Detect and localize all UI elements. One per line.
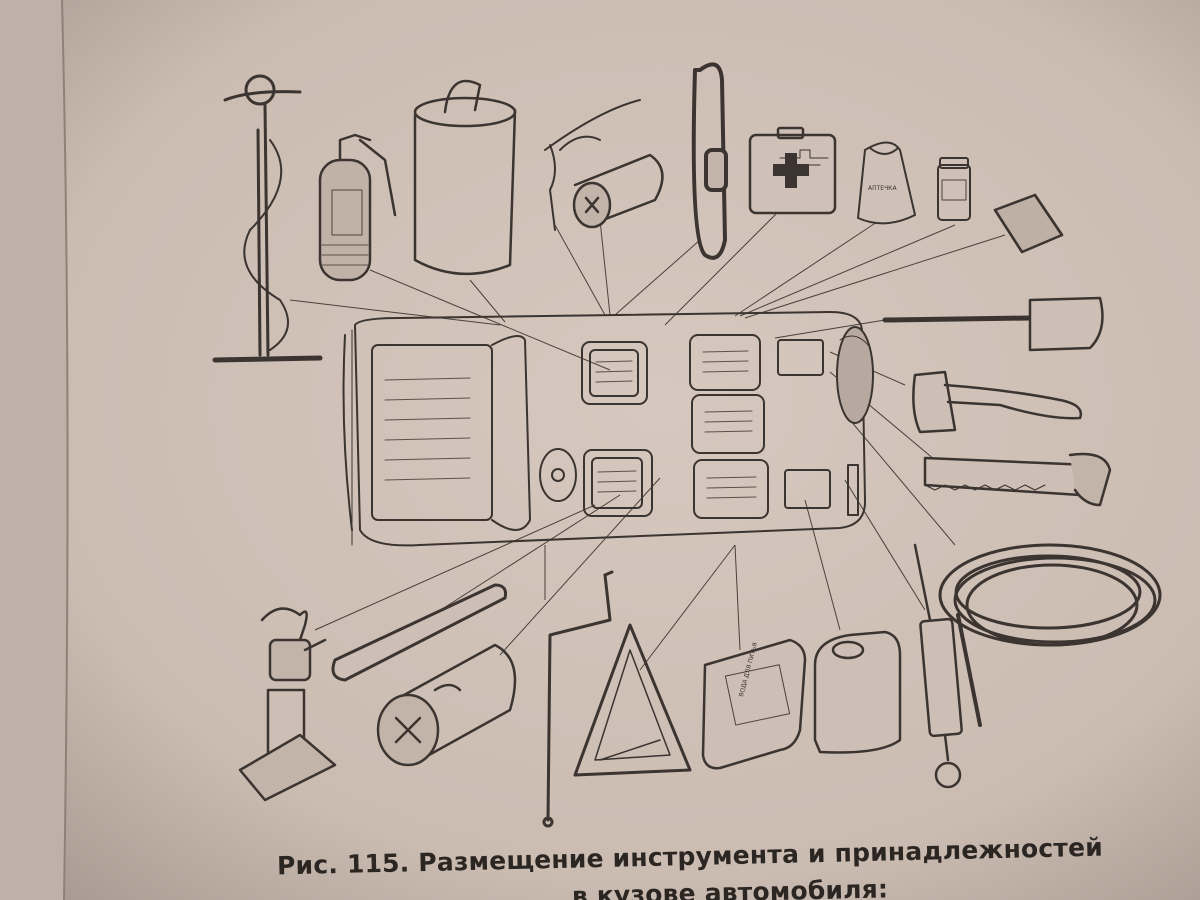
left-page: [0, 0, 67, 900]
first-aid-kit-icon: [750, 128, 835, 213]
canister-icon: [815, 632, 900, 753]
small-jar-icon: [938, 158, 970, 220]
svg-text:АПТЕЧКА: АПТЕЧКА: [868, 185, 897, 192]
